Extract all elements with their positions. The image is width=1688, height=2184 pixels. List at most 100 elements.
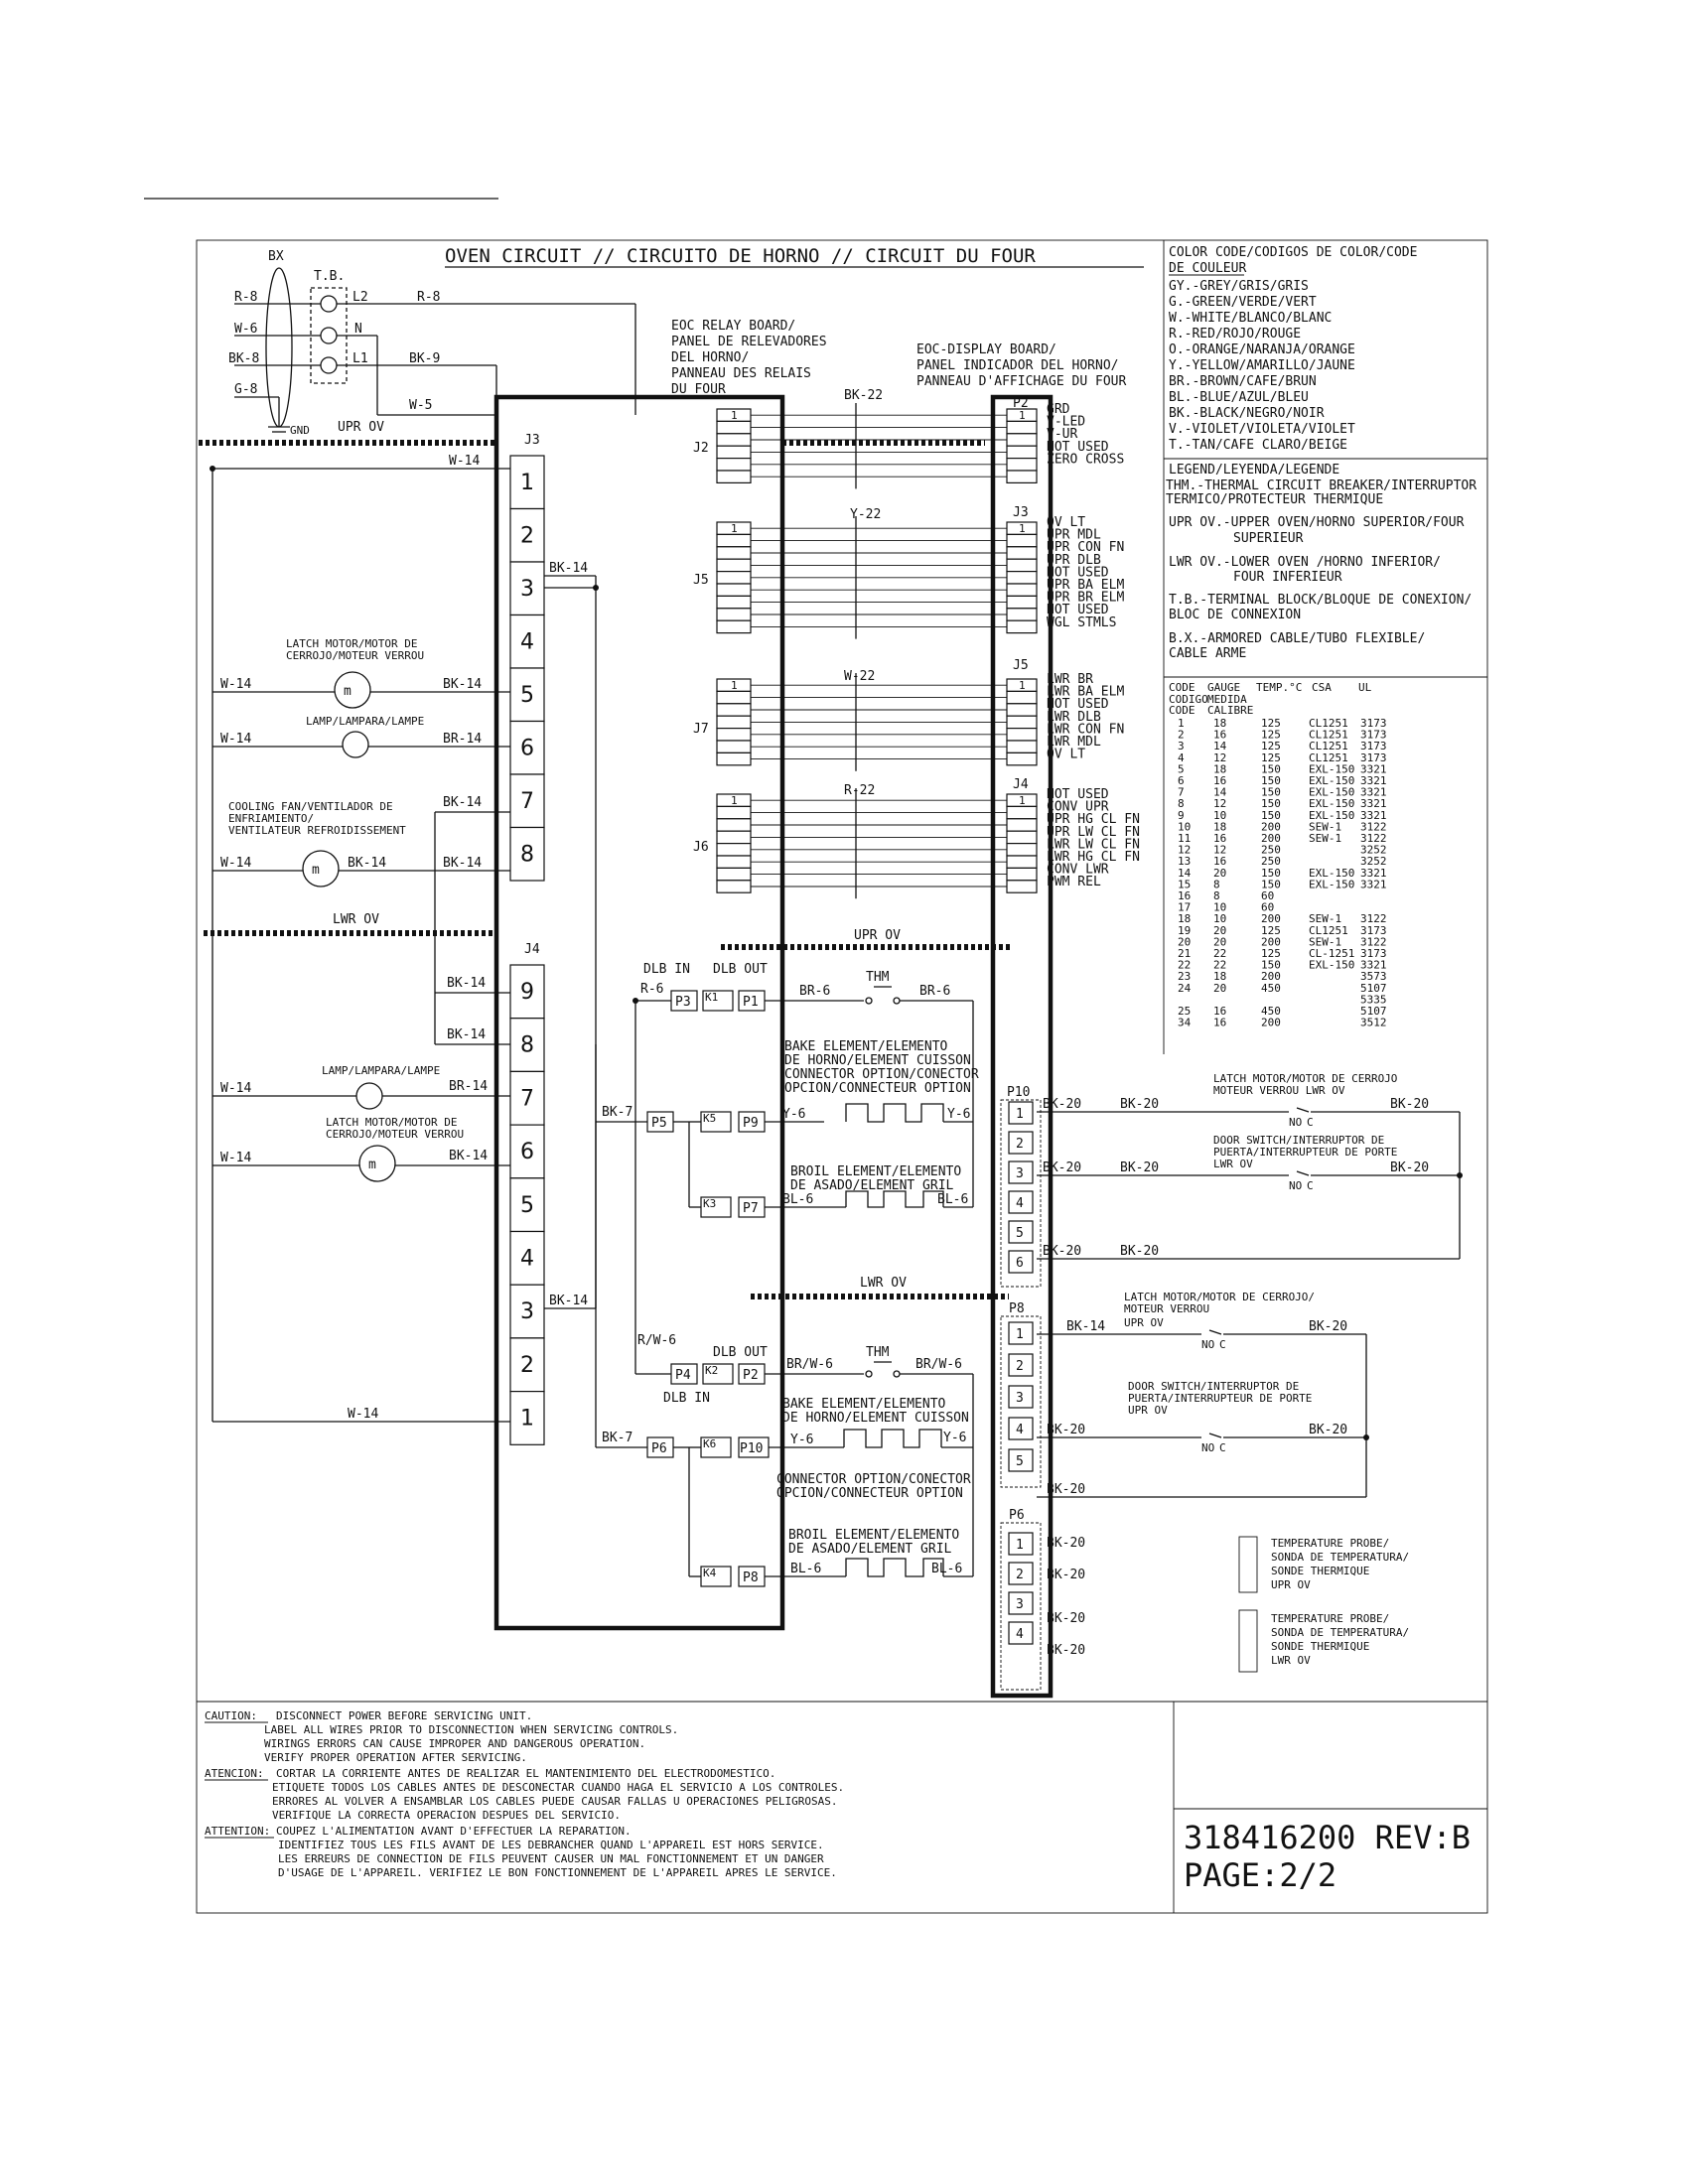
harness-pin [716, 818, 752, 832]
gauge-cell: 16 [1213, 832, 1226, 845]
gauge-cell: 12 [1213, 751, 1226, 764]
relay-k3 [700, 1196, 732, 1218]
harness-pin [716, 433, 752, 447]
gauge-cell: 60 [1261, 889, 1274, 902]
relay-k1 [702, 990, 734, 1012]
color-code-item: BK.-BLACK/NEGRO/NOIR [1169, 406, 1325, 421]
element-label: DE HORNO/ELEMENT CUISSON [782, 1411, 969, 1426]
element-label: DE ASADO/ELEMENT GRIL [790, 1178, 954, 1193]
wire-label: BR-14 [449, 1079, 488, 1094]
j4-pin-cell [509, 1124, 545, 1179]
p10-pin-box [1008, 1101, 1034, 1125]
connector-label: P10 [1007, 1085, 1030, 1100]
document-number: 318416200 REV:B [1184, 1819, 1471, 1856]
wire-label: BK-14 [348, 856, 386, 871]
p6-pin-box [1008, 1621, 1034, 1645]
attention-label: ATTENTION: [205, 1825, 270, 1838]
display-signal-label: LWR HG CL FN [1047, 850, 1140, 865]
p6-pin-number: 1 [1016, 1538, 1024, 1553]
j4-pin-number: 2 [520, 1353, 534, 1378]
gauge-cell: EXL-150 [1309, 774, 1354, 787]
p10-pin-box [1008, 1190, 1034, 1214]
gauge-cell: 3321 [1360, 774, 1387, 787]
harness-label: Y-22 [850, 507, 881, 522]
gauge-cell: 20 [1213, 982, 1226, 995]
element-label: BAKE ELEMENT/ELEMENTO [782, 1397, 946, 1412]
gauge-cell: 3321 [1360, 959, 1387, 972]
legend-line: UPR OV.-UPPER OVEN/HORNO SUPERIOR/FOUR [1169, 515, 1465, 530]
harness-pin [716, 727, 752, 742]
attention-line: IDENTIFIEZ TOUS LES FILS AVANT DE LES DE… [278, 1839, 824, 1851]
legend-line: B.X.-ARMORED CABLE/TUBO FLEXIBLE/ [1169, 631, 1425, 646]
relay-board-label: EOC RELAY BOARD/ PANEL DE RELEVADORES DE… [671, 319, 827, 397]
p8-pin-box [1008, 1385, 1034, 1409]
gauge-cell: 150 [1261, 797, 1281, 810]
gauge-subheader: CALIBRE [1207, 704, 1253, 717]
gauge-cell: 34 [1178, 1017, 1192, 1029]
display-signal-label: LWR LW CL FN [1047, 837, 1140, 852]
caution-label: CAUTION: [205, 1709, 257, 1722]
gauge-cell: 13 [1178, 855, 1191, 868]
atencion-line: ERRORES AL VOLVER A ENSAMBLAR LOS CABLES… [272, 1795, 838, 1808]
color-code-item: Y.-YELLOW/AMARILLO/JAUNE [1169, 358, 1355, 373]
gauge-cell: CL1251 [1309, 924, 1348, 937]
gauge-cell: EXL-150 [1309, 878, 1354, 890]
gauge-cell: 150 [1261, 774, 1281, 787]
wire-label: W-5 [409, 398, 432, 413]
relay-k2 [702, 1363, 734, 1385]
j3-pin-cell [509, 507, 545, 563]
j4-pin-number: 8 [520, 1033, 534, 1058]
j4-pin-cell [509, 1177, 545, 1233]
connector-label: J5 [1013, 658, 1029, 673]
p8-pin-box [1008, 1448, 1034, 1472]
display-pin [1006, 433, 1038, 447]
p10-pin-number: 5 [1016, 1226, 1024, 1241]
wire-label: BK-7 [602, 1105, 633, 1120]
atencion-label: ATENCION: [205, 1767, 264, 1780]
gauge-cell: 12 [1178, 844, 1191, 857]
display-signal-label: NOT USED [1047, 697, 1109, 712]
switch-contact: NO [1201, 1441, 1214, 1454]
color-code-item: R.-RED/ROJO/ROUGE [1169, 327, 1301, 341]
display-pin [1006, 867, 1038, 882]
wire-label: W-14 [449, 454, 480, 469]
j3-pin-number: 6 [520, 737, 534, 761]
wire-label: BK-14 [443, 677, 482, 692]
gauge-cell: 16 [1213, 1005, 1226, 1018]
gauge-cell: 16 [1213, 774, 1226, 787]
gauge-cell: EXL-150 [1309, 809, 1354, 822]
wire-label: BK-20 [1120, 1160, 1159, 1175]
element-label: CONNECTOR OPTION/CONECTOR [776, 1472, 971, 1487]
j4-pin-cell [509, 1230, 545, 1286]
broil-element [845, 1558, 944, 1577]
color-code-item: GY.-GREY/GRIS/GRIS [1169, 279, 1309, 294]
element-label: BROIL ELEMENT/ELEMENTO [788, 1528, 959, 1543]
gauge-cell: 16 [1213, 729, 1226, 742]
gauge-cell: EXL-150 [1309, 959, 1354, 972]
harness-pin [716, 690, 752, 705]
wire-label: BK-14 [443, 856, 482, 871]
wire-label: R-6 [640, 982, 663, 997]
gauge-cell: 18 [1178, 912, 1191, 925]
p10-pin-box [1008, 1160, 1034, 1184]
terminal-label: L2 [352, 290, 368, 305]
j3-pin-cell [509, 561, 545, 616]
wire-label: BK-20 [1043, 1244, 1081, 1259]
p10-pin-number: 1 [1016, 1107, 1024, 1122]
display-board-label-line: PANEL INDICADOR DEL HORNO/ [916, 358, 1119, 373]
gauge-cell: SEW-1 [1309, 832, 1341, 845]
display-pin [1006, 608, 1038, 621]
display-pin [1006, 595, 1038, 610]
wire-label: BK-20 [1047, 1568, 1085, 1582]
thm-label: THM [866, 970, 890, 985]
wire-label: BK-14 [443, 795, 482, 810]
element-label: DE ASADO/ELEMENT GRIL [788, 1542, 952, 1557]
gauge-cell: 21 [1178, 947, 1191, 960]
j4-label: J4 [524, 942, 540, 957]
switch-label: UPR OV [1128, 1404, 1168, 1417]
bake-element [843, 1429, 942, 1448]
element-label: DE HORNO/ELEMENT CUISSON [784, 1053, 971, 1068]
